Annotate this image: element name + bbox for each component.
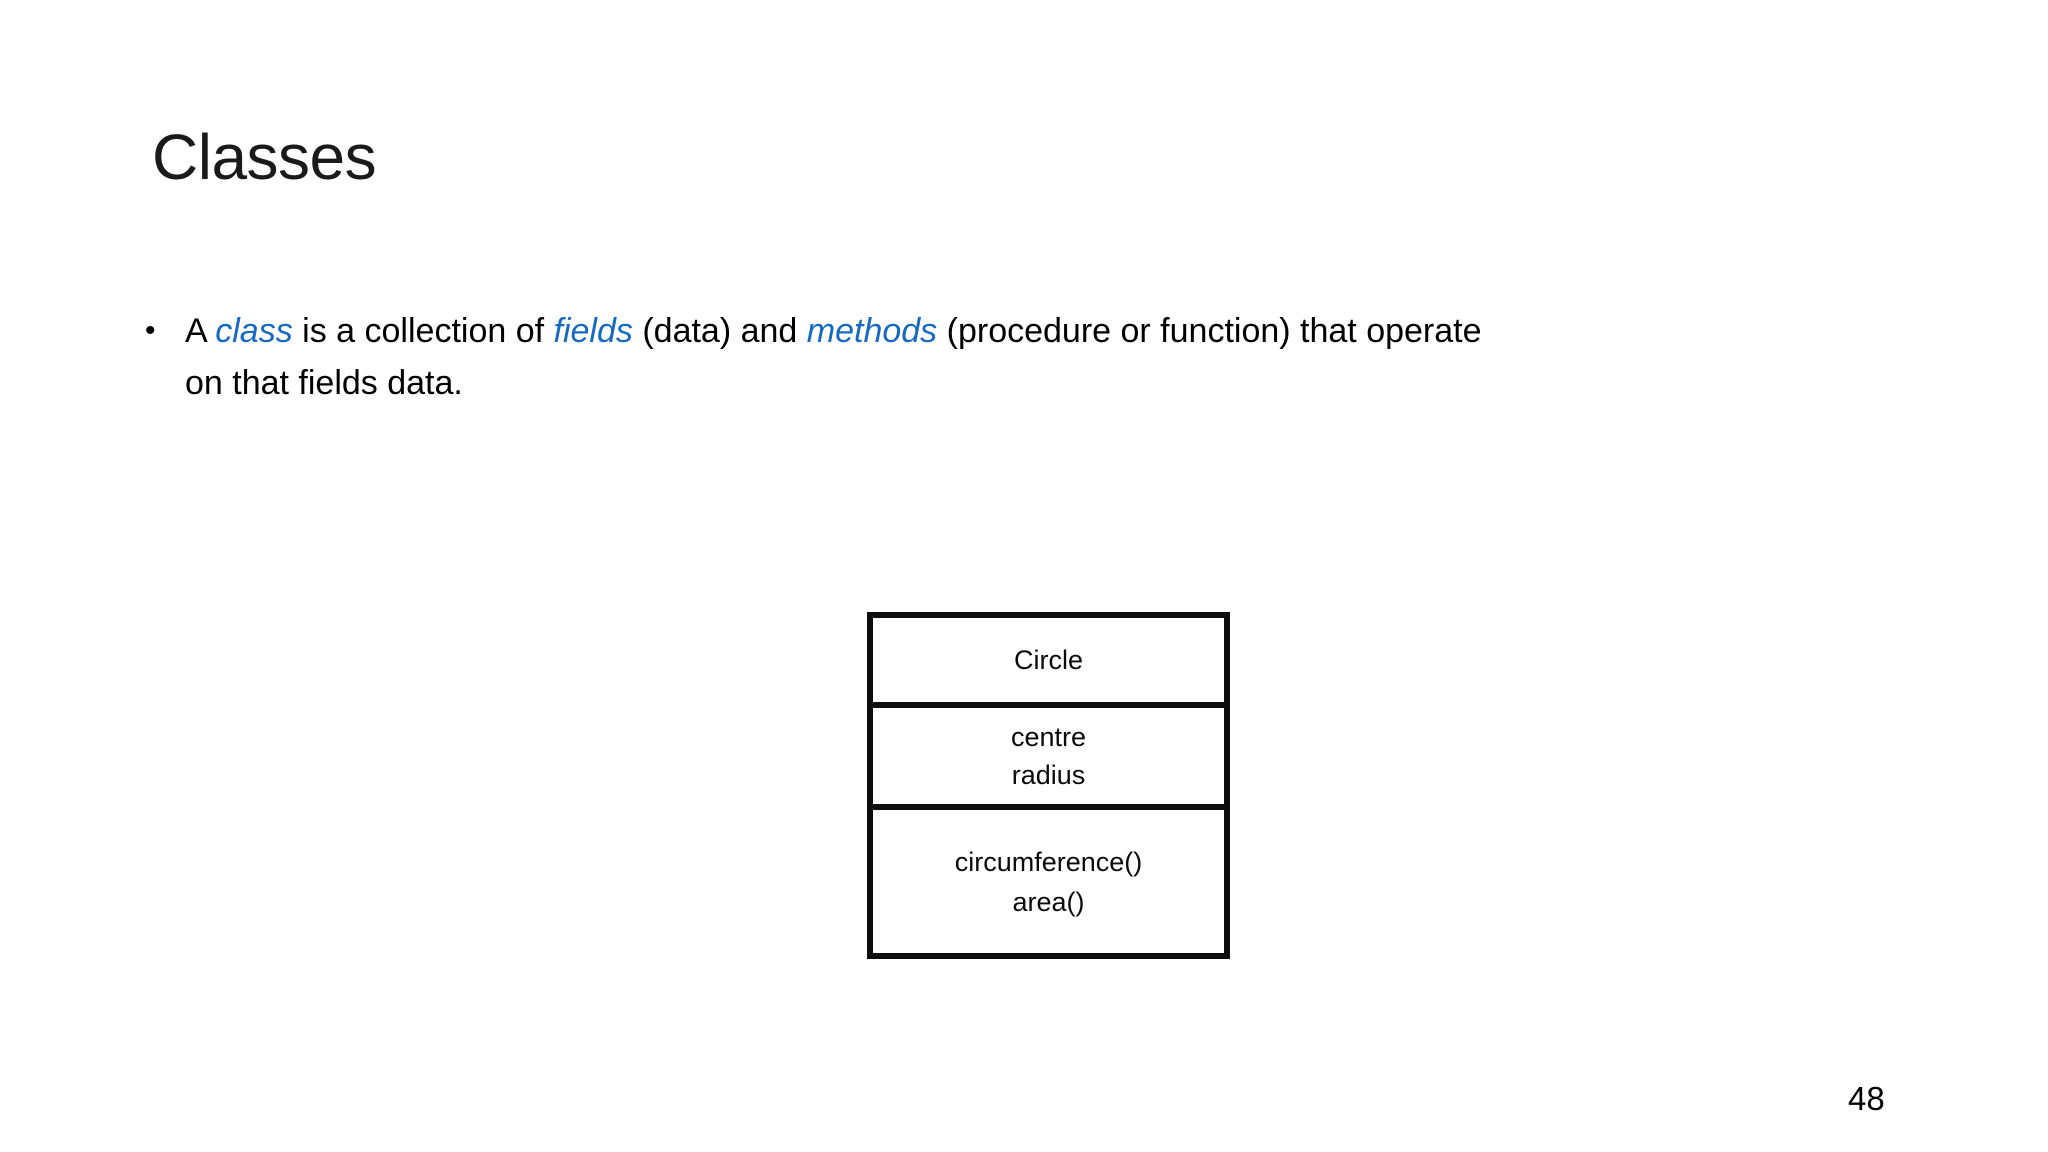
- bullet-marker: •: [145, 314, 156, 347]
- bullet-text-segment: (data) and: [632, 312, 807, 350]
- bullet-text-segment: on that fields data.: [185, 364, 463, 402]
- class-methods-compartment: circumference() area(): [873, 804, 1224, 953]
- class-fields-compartment: centre radius: [873, 702, 1224, 804]
- bullet-emphasis-term: class: [215, 312, 293, 350]
- class-field: radius: [1011, 760, 1086, 790]
- bullet-text-segment: (procedure or function) that operate: [937, 312, 1482, 350]
- bullet-emphasis-term: fields: [553, 312, 633, 350]
- page-title: Classes: [152, 121, 377, 193]
- bullet-text-segment: A: [185, 312, 216, 350]
- class-name-compartment: Circle: [1013, 644, 1083, 675]
- bullet-item: • A class is a collection of fields (dat…: [145, 305, 1935, 409]
- bullet-text: A class is a collection of fields (data)…: [185, 305, 1935, 409]
- class-method: area(): [1012, 886, 1085, 917]
- page-number: 48: [1848, 1080, 1885, 1117]
- bullet-text-segment: is a collection of: [292, 312, 554, 350]
- bullet-emphasis-term: methods: [806, 312, 938, 350]
- class-field: centre: [1010, 722, 1087, 752]
- class-method: circumference(): [954, 846, 1143, 877]
- class-diagram-box: Circle centre radius circumference() area(…: [867, 612, 1230, 959]
